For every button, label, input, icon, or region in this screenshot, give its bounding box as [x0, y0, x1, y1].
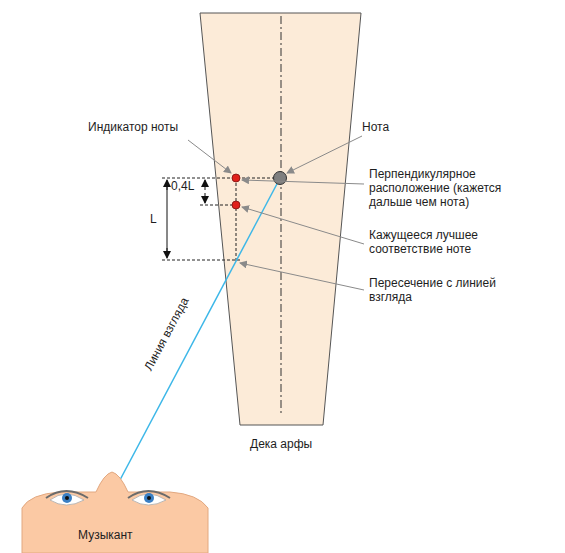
indicator-dot [232, 201, 240, 209]
callout-label: Нота [362, 120, 389, 134]
musician-face [22, 472, 208, 553]
callout-label: Кажущееся лучшее соответствие ноте [369, 228, 519, 256]
callout-label: Пересечение с линией взгляда [369, 276, 519, 304]
part-label: Музыкант [78, 528, 133, 542]
center-line [281, 16, 282, 414]
indicator-dot [232, 174, 240, 182]
dimension-arrows [167, 180, 205, 258]
leader-lines [188, 136, 364, 290]
dimension-label: 0,4L [171, 179, 194, 193]
callout-label: Перпендикулярное расположение (кажется д… [369, 167, 534, 209]
dimension-label: L [150, 212, 157, 226]
part-label: Дека арфы [250, 437, 312, 451]
guide-lines [162, 178, 280, 262]
sight-line-label: Линия взгляда [141, 295, 191, 373]
note-circle [274, 172, 287, 185]
callout-label: Индикатор ноты [88, 120, 178, 134]
